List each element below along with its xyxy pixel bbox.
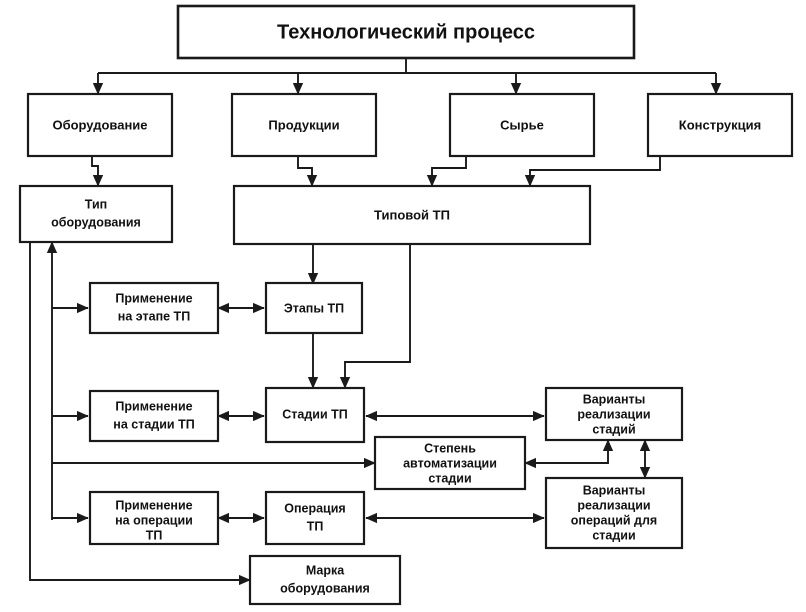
node-label-varianty-realizacii-stadiy-line1: Варианты	[583, 392, 646, 406]
node-label-oborudovanie: Оборудование	[52, 117, 147, 132]
node-syre[interactable]: Сырье	[448, 92, 596, 158]
connector-syre-to-tipovoy	[426, 156, 467, 187]
node-konstrukciya[interactable]: Конструкция	[646, 92, 794, 158]
node-label-tehnologicheskiy-process: Технологический процесс	[277, 21, 535, 43]
connector-var-stadiy-stepen	[524, 439, 614, 469]
node-label-tip-oborudovaniya-line1: Тип	[85, 197, 107, 211]
node-tipovoy-tp[interactable]: Типовой ТП	[232, 184, 592, 246]
node-label-tip-oborudovaniya-line2: оборудования	[51, 215, 141, 229]
node-tehnologicheskiy-process[interactable]: Технологический процесс	[176, 4, 636, 60]
node-label-stepen-avtomatizacii-stadii-line3: стадии	[428, 471, 471, 485]
node-label-varianty-realizacii-stadiy-line3: стадий	[592, 422, 635, 436]
node-oborudovanie[interactable]: Оборудование	[26, 92, 174, 158]
node-label-primenenie-na-etape-tp-line1: Применение	[115, 291, 192, 305]
node-primenenie-na-etape-tp[interactable]: Применение на этапе ТП	[88, 281, 220, 335]
node-label-tipovoy-tp: Типовой ТП	[374, 207, 450, 222]
node-operaciya-tp[interactable]: Операция ТП	[264, 490, 366, 546]
connector-tip-oborudovanie-to-marka	[29, 242, 251, 586]
connector-konstrukciya-to-tipovoy	[524, 156, 661, 187]
node-label-operaciya-tp-line2: ТП	[307, 519, 324, 533]
node-label-primenenie-na-etape-tp-line2: на этапе ТП	[118, 309, 190, 323]
node-label-primenenie-na-operacii-tp-line3: ТП	[146, 528, 163, 542]
node-tip-oborudovaniya[interactable]: Тип оборудования	[18, 184, 174, 244]
node-label-varianty-realizacii-operaciy-line1: Варианты	[583, 483, 646, 497]
node-varianty-realizacii-operaciy[interactable]: Варианты реализации операций для стадии	[544, 476, 684, 550]
node-produkcii[interactable]: Продукции	[230, 92, 378, 158]
node-label-primenenie-na-operacii-tp-line2: на операции	[115, 513, 193, 527]
connector-oborudovanie-to-tip	[91, 156, 104, 187]
node-primenenie-na-stadii-tp[interactable]: Применение на стадии ТП	[88, 389, 220, 443]
connector-produkcii-to-tipovoy	[297, 156, 318, 187]
node-primenenie-na-operacii-tp[interactable]: Применение на операции ТП	[88, 490, 220, 546]
node-label-syre: Сырье	[500, 117, 544, 132]
node-stadii-tp[interactable]: Стадии ТП	[264, 386, 366, 444]
node-label-etapy-tp: Этапы ТП	[284, 301, 344, 315]
node-label-primenenie-na-stadii-tp-line1: Применение	[115, 399, 192, 413]
node-label-produkcii: Продукции	[268, 117, 339, 132]
node-label-varianty-realizacii-operaciy-line4: стадии	[592, 528, 635, 542]
node-label-stadii-tp: Стадии ТП	[282, 407, 348, 421]
node-label-operaciya-tp-line1: Операция	[284, 501, 345, 515]
node-label-varianty-realizacii-operaciy-line2: реализации	[577, 498, 650, 512]
node-label-primenenie-na-operacii-tp-line1: Применение	[115, 498, 192, 512]
node-label-varianty-realizacii-stadiy-line2: реализации	[577, 407, 650, 421]
node-label-marka-oborudovaniya-line1: Марка	[306, 563, 345, 577]
node-label-stepen-avtomatizacii-stadii-line2: автоматизации	[403, 456, 497, 470]
node-label-stepen-avtomatizacii-stadii-line1: Степень	[424, 441, 476, 455]
node-label-primenenie-na-stadii-tp-line2: на стадии ТП	[113, 417, 194, 431]
connector-tipovoy-to-stadii	[339, 244, 411, 389]
node-label-konstrukciya: Конструкция	[679, 117, 761, 132]
connectors	[29, 58, 722, 586]
node-label-marka-oborudovaniya-line2: оборудования	[280, 581, 370, 595]
node-varianty-realizacii-stadiy[interactable]: Варианты реализации стадий	[544, 386, 684, 442]
node-label-varianty-realizacii-operaciy-line3: операций для	[571, 513, 657, 527]
node-stepen-avtomatizacii-stadii[interactable]: Степень автоматизации стадии	[373, 435, 527, 491]
node-etapy-tp[interactable]: Этапы ТП	[264, 281, 364, 335]
node-marka-oborudovaniya[interactable]: Марка оборудования	[248, 554, 402, 606]
